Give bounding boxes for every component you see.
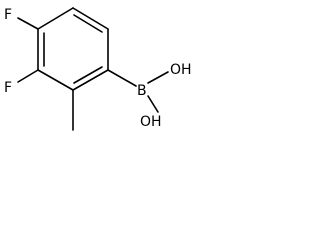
boron-label: B xyxy=(137,83,147,99)
hydroxyl-top-label: OH xyxy=(170,62,192,78)
ring-double-bond-c3-c4 xyxy=(73,66,103,84)
chemical-structure-diagram: F F B OH OH xyxy=(4,7,192,131)
fluorine-left-label: F xyxy=(4,80,12,96)
fluorine-top-label: F xyxy=(4,7,12,23)
bond-c6-f-top xyxy=(17,17,39,30)
bond-b-oh-top xyxy=(147,71,169,84)
ring-bond-c3-c4 xyxy=(72,69,109,91)
bond-c3-b xyxy=(107,69,137,87)
bond-b-oh-bottom xyxy=(147,95,159,113)
ring-bond-c6-c1 xyxy=(37,7,74,30)
hydroxyl-bottom-label: OH xyxy=(140,114,162,130)
ring-bond-c4-c5 xyxy=(37,69,74,91)
bond-c5-f-left xyxy=(17,69,39,83)
ring-bond-c1-c2 xyxy=(72,7,109,30)
ring-double-bond-c1-c2 xyxy=(73,14,103,33)
